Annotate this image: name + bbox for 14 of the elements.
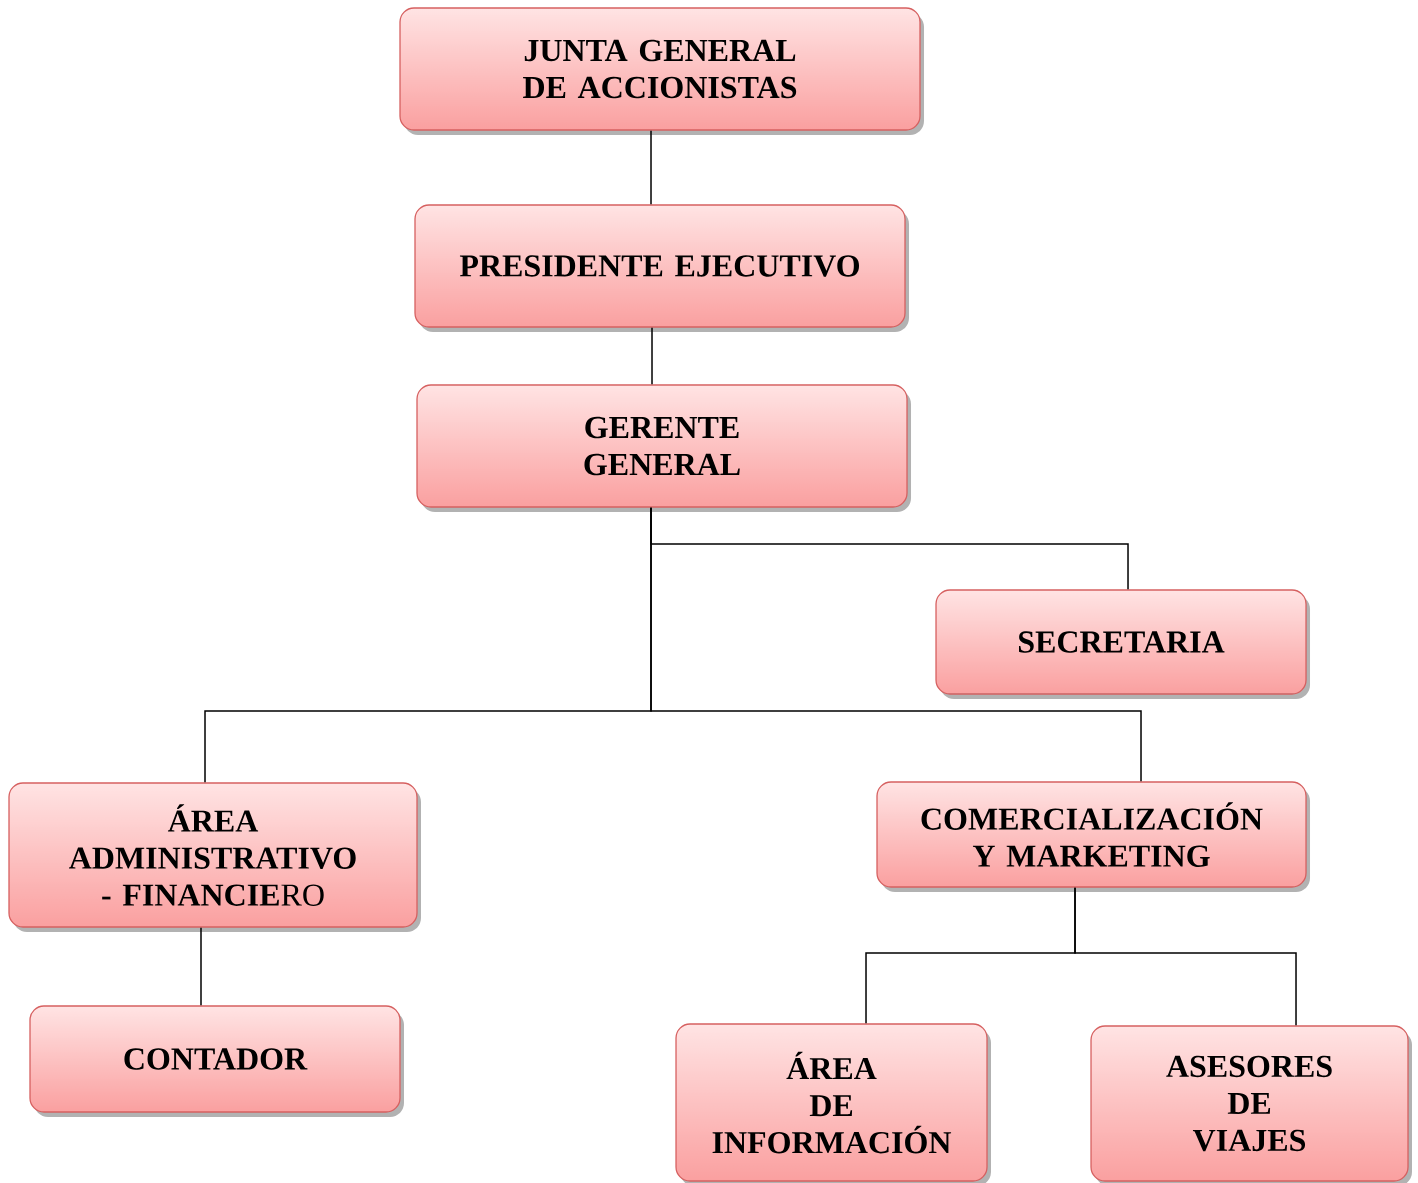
- connector-line: [650, 129, 652, 206]
- connector-line: [200, 926, 202, 1007]
- org-box: SECRETARIA: [935, 589, 1310, 699]
- org-box: CONTADOR: [29, 1005, 404, 1117]
- org-box: JUNTA GENERAL DE ACCIONISTAS: [399, 7, 924, 135]
- connector-line: [650, 506, 1142, 783]
- org-box: PRESIDENTE EJECUTIVO: [414, 204, 909, 332]
- org-box: ASESORES DE VIAJES: [1090, 1025, 1412, 1183]
- org-box: ÁREA ADMINISTRATIVO - FINANCIERO: [8, 782, 421, 932]
- connector-line: [651, 326, 653, 386]
- org-box: ÁREA DE INFORMACIÓN: [675, 1023, 991, 1183]
- org-box: COMERCIALIZACIÓN Y MARKETING: [876, 781, 1310, 892]
- connector-line: [1074, 886, 1297, 1027]
- org-box: GERENTE GENERAL: [416, 384, 911, 512]
